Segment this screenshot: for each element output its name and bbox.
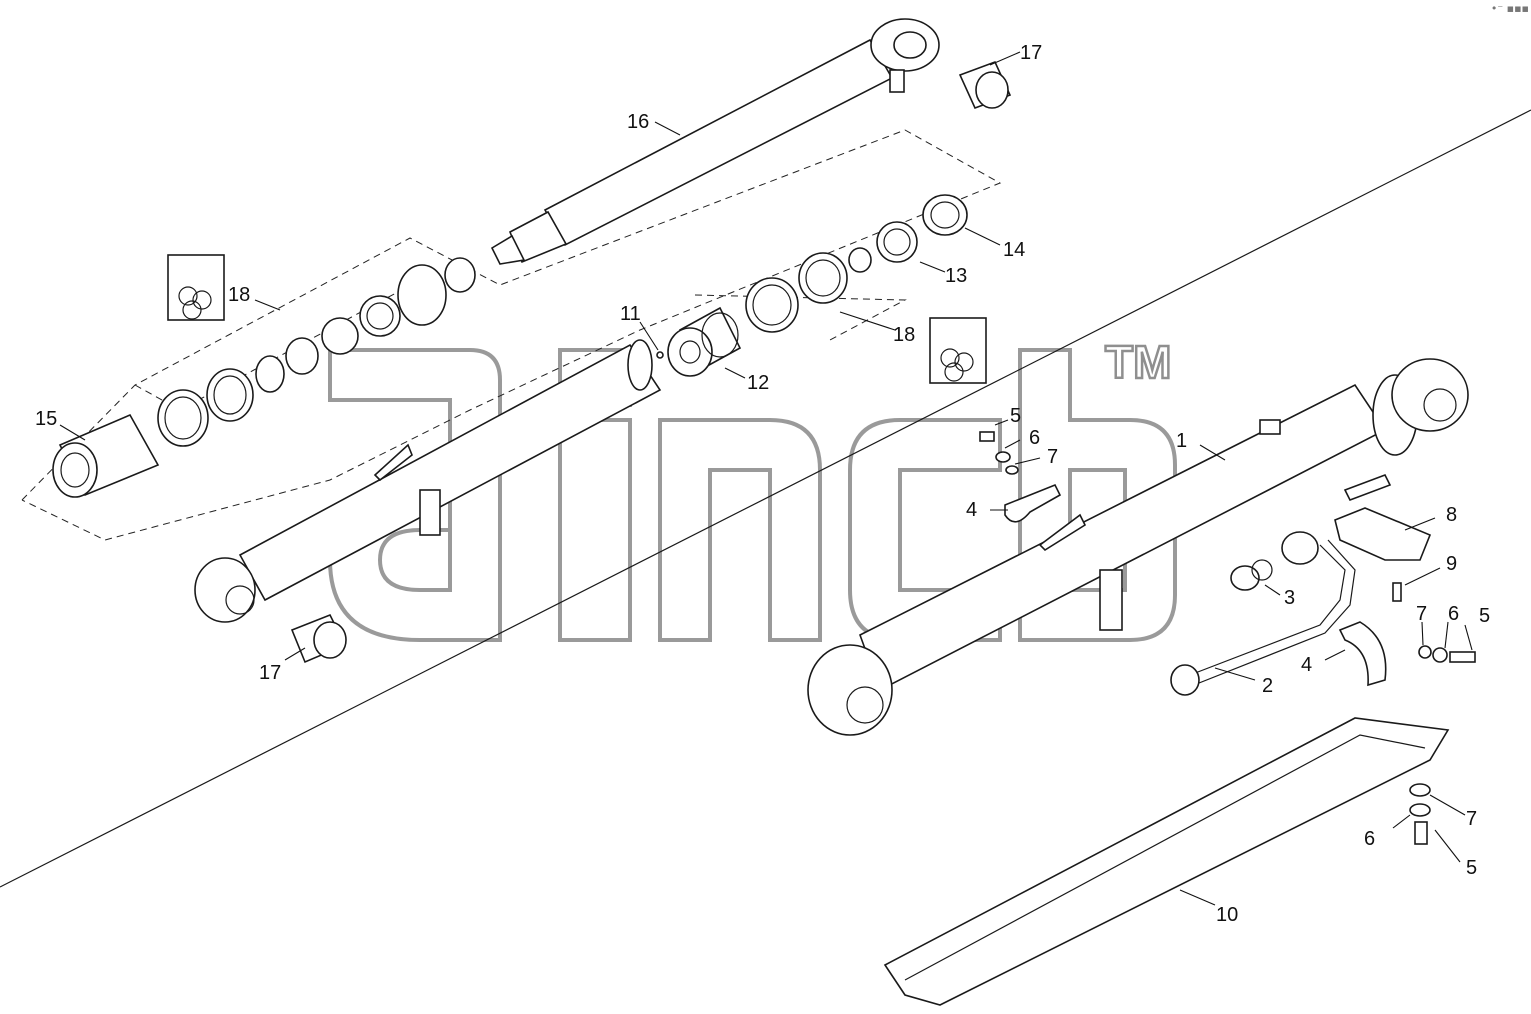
callout-16: 16: [627, 111, 649, 133]
callout-17a: 17: [1020, 42, 1042, 64]
bushing-bottom: [290, 613, 347, 664]
hydraulic-cylinder-assembly: [807, 358, 1469, 736]
pipe-clamp-upper: [1004, 483, 1087, 552]
pipe-fitting: [1230, 559, 1273, 591]
callout-9: 9: [1446, 553, 1457, 575]
rod-seal-rings: [745, 247, 872, 333]
seal-kit-outline: [21, 129, 1002, 541]
callout-8: 8: [1446, 504, 1457, 526]
callout-17b: 17: [259, 662, 281, 684]
callout-5a: 5: [1010, 405, 1021, 427]
piston: [667, 306, 742, 377]
callout-1: 1: [1176, 430, 1187, 452]
guide-bushing: [922, 194, 968, 236]
bushing-top: [958, 60, 1012, 110]
callout-6c: 6: [1364, 828, 1375, 850]
pipe-clamp-lower: [1338, 621, 1387, 687]
callout-18a: 18: [228, 284, 250, 306]
callout-5b: 5: [1479, 605, 1490, 627]
callout-14: 14: [1003, 239, 1025, 261]
callout-3: 3: [1284, 587, 1295, 609]
callout-5c: 5: [1466, 857, 1477, 879]
callout-11: 11: [620, 303, 641, 325]
rod-bushing: [876, 221, 918, 263]
callout-2: 2: [1262, 675, 1273, 697]
lubrication-nipple: [656, 351, 664, 359]
callout-6b: 6: [1448, 603, 1459, 625]
callout-7a: 7: [1047, 446, 1058, 468]
callout-7b: 7: [1416, 603, 1427, 625]
callout-4a: 4: [966, 499, 977, 521]
callout-4b: 4: [1301, 654, 1312, 676]
seal-kit-bag-right: [929, 317, 987, 384]
seal-kit-bag-left: [167, 254, 225, 321]
callout-7c: 7: [1466, 808, 1477, 830]
callout-15: 15: [35, 408, 57, 430]
divider-line: [0, 109, 1531, 888]
callout-18b: 18: [893, 324, 915, 346]
callout-12: 12: [747, 372, 769, 394]
piston-rod: [490, 18, 940, 265]
settings-dots-icon: •⁻ ▪▪▪: [1490, 2, 1529, 15]
mounting-plate: [1334, 507, 1432, 602]
cylinder-barrel-left: [194, 339, 662, 623]
hydraulic-pipe: [1170, 531, 1356, 696]
callout-labels: 1 2 3 4 4 5 5 5 6 6 6 7 7 7 8 9 10 11 12…: [35, 42, 1490, 926]
cylinder-guard: [883, 717, 1450, 1006]
leader-lines: [59, 51, 1473, 906]
bolt-washer-set-upper: [979, 431, 1019, 475]
cylinder-gland: [52, 413, 160, 498]
watermark-tm: TM: [1105, 336, 1171, 388]
callout-6a: 6: [1029, 427, 1040, 449]
gland-seal-rings: [157, 257, 476, 447]
callout-10: 10: [1216, 904, 1238, 926]
callout-13: 13: [945, 265, 967, 287]
bolt-washer-set-right: [1418, 645, 1476, 663]
